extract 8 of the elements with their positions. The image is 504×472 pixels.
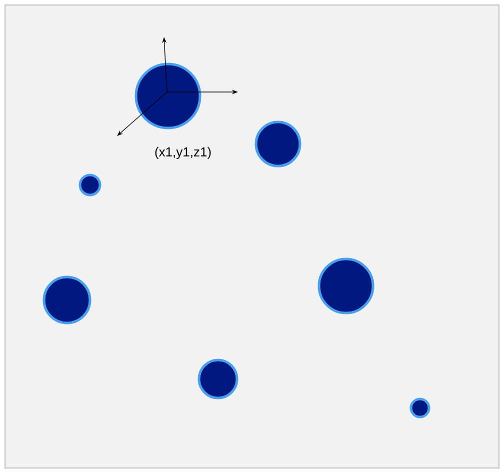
dot xyxy=(318,258,374,314)
dot xyxy=(78,174,102,196)
dot xyxy=(42,276,92,324)
dot xyxy=(410,398,430,418)
dot xyxy=(134,62,202,130)
dot xyxy=(198,358,238,400)
coordinate-label: (x1,y1,z1) xyxy=(155,146,211,160)
dot xyxy=(254,120,302,168)
